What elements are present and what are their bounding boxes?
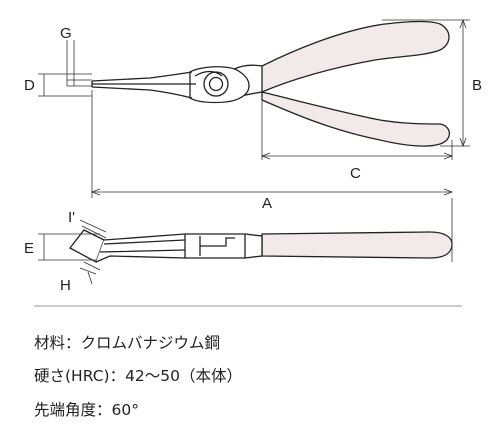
top-view <box>91 20 451 147</box>
dimension-lines <box>38 18 470 285</box>
pivot-inner <box>208 76 224 92</box>
label-a: A <box>262 195 272 212</box>
spec-material: 材料：クロムバナジウム鋼 <box>34 334 221 352</box>
label-b: B <box>472 77 482 94</box>
side-view <box>69 229 453 263</box>
label-g: G <box>60 25 72 42</box>
spec-tip-angle: 先端角度：60° <box>34 401 139 419</box>
side-joint <box>184 234 246 258</box>
spec-hardness: 硬さ(HRC)：42～50（本体） <box>34 367 243 385</box>
upper-jaw <box>91 71 193 82</box>
upper-grip <box>261 20 450 93</box>
label-e: E <box>24 240 34 257</box>
lower-grip <box>261 91 451 147</box>
label-d: D <box>24 77 35 94</box>
label-c: C <box>350 165 361 182</box>
jaw-detail <box>194 70 223 77</box>
label-h: H <box>60 277 71 294</box>
side-grip <box>261 231 453 259</box>
lower-jaw <box>91 86 193 99</box>
side-jaw-line <box>99 239 186 253</box>
side-body <box>95 233 263 263</box>
label-i: I' <box>68 209 75 226</box>
